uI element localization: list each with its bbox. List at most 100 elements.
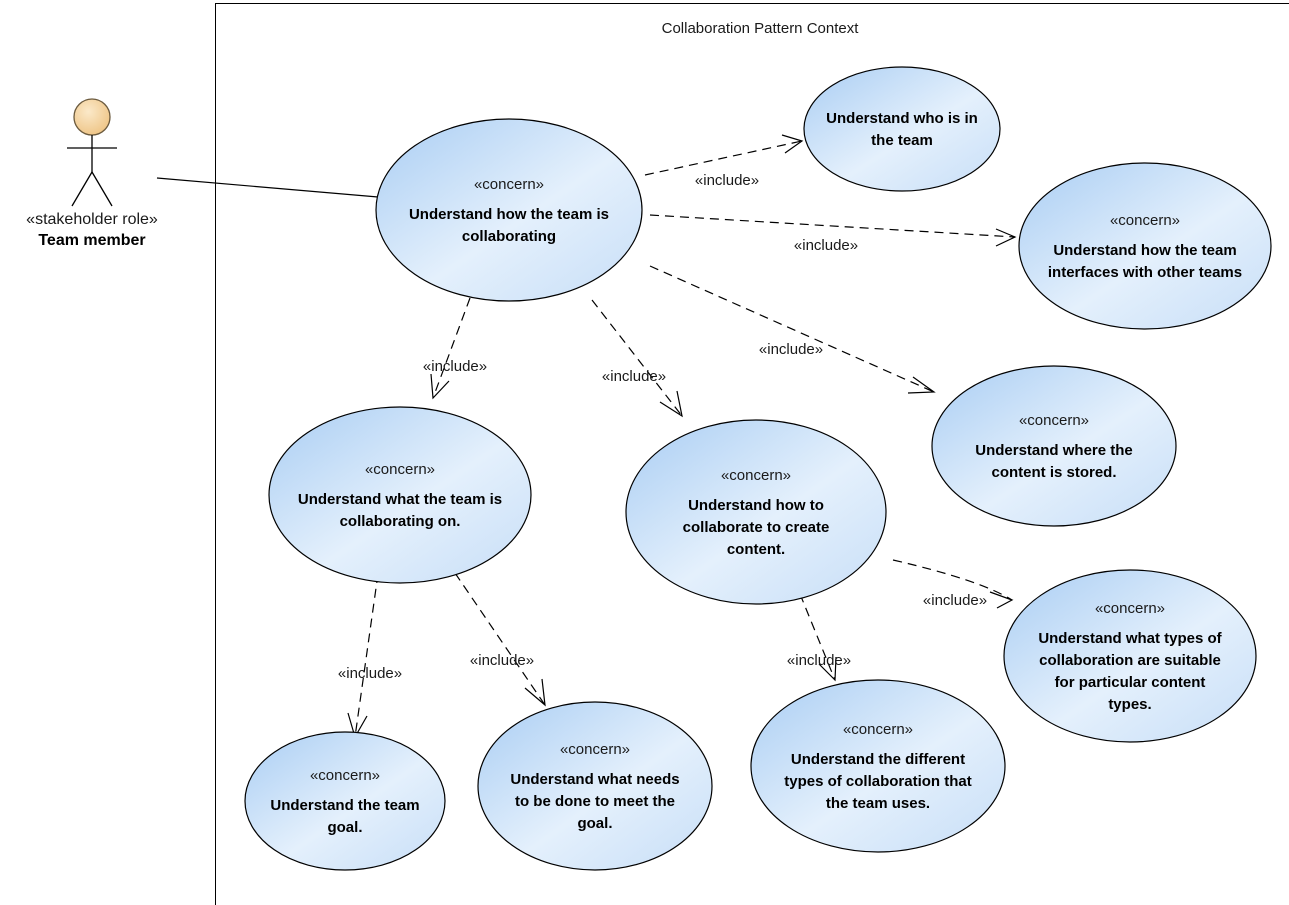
use-case-name-line: the team uses. <box>826 795 930 812</box>
include-label: «include» <box>787 652 851 669</box>
include-to-where <box>649 265 936 394</box>
actor-stereotype: «stakeholder role» <box>26 211 158 228</box>
boundary-frame <box>215 3 1289 905</box>
use-case-name-line: content is stored. <box>991 464 1116 481</box>
include-to-who <box>644 134 804 176</box>
use-case-stereotype: «concern» <box>1095 600 1165 617</box>
actor-left-leg <box>71 171 93 207</box>
use-case-types[interactable]: «concern» Understand what types of collabo… <box>1003 569 1257 743</box>
include-line <box>799 593 836 681</box>
use-case-ellipse <box>803 66 1001 192</box>
include-label: «include» <box>470 652 534 669</box>
actor-right-leg <box>91 171 113 207</box>
include-label: «include» <box>602 368 666 385</box>
use-case-name-line: Understand what the team is <box>298 491 502 508</box>
include-to-goal <box>347 573 379 739</box>
arrowhead-icon <box>995 228 1017 247</box>
use-case-stereotype: «concern» <box>1019 412 1089 429</box>
arrowhead-icon <box>907 376 936 394</box>
use-case-ellipse <box>931 365 1177 527</box>
include-label: «include» <box>423 358 487 375</box>
use-case-name-line: collaborating <box>462 228 556 245</box>
use-case-stereotype: «concern» <box>474 176 544 193</box>
use-case-ellipse <box>750 679 1006 853</box>
use-case-stereotype: «concern» <box>365 461 435 478</box>
actor-name: Team member <box>38 232 145 249</box>
use-case-name-line: Understand how the team <box>1053 242 1236 259</box>
use-case-stereotype: «concern» <box>310 767 380 784</box>
use-case-name-line: Understand how the team is <box>409 206 609 223</box>
use-case-name-line: Understand who is in <box>826 110 978 127</box>
use-case-name-line: goal. <box>327 819 362 836</box>
system-boundary: Collaboration Pattern Context <box>215 3 1289 905</box>
use-case-name-line: content. <box>727 541 785 558</box>
include-line <box>892 559 1013 601</box>
use-case-name-line: Understand how to <box>688 497 824 514</box>
use-case-name-line: Understand where the <box>975 442 1133 459</box>
actor-team-member[interactable]: «stakeholder role» Team member <box>26 98 158 249</box>
use-case-who[interactable]: Understand who is in the team <box>803 66 1001 192</box>
use-case-where[interactable]: «concern» Understand where the content is … <box>931 365 1177 527</box>
include-label: «include» <box>923 592 987 609</box>
include-line <box>649 265 935 393</box>
include-line <box>432 297 471 399</box>
use-case-name-line: Understand what types of <box>1038 630 1222 647</box>
use-case-goal[interactable]: «concern» Understand the team goal. <box>244 731 446 871</box>
use-cases: Understand who is in the team «concern» Und… <box>244 66 1272 871</box>
association-line <box>156 177 379 198</box>
use-case-name-line: Understand the team <box>270 797 419 814</box>
use-case-name-line: Understand what needs <box>510 771 679 788</box>
include-to-what-on <box>430 297 471 400</box>
use-case-stereotype: «concern» <box>1110 212 1180 229</box>
use-case-ellipse <box>375 118 643 302</box>
use-case-ellipse <box>1018 162 1272 330</box>
arrowhead-icon <box>989 591 1014 609</box>
include-label: «include» <box>794 237 858 254</box>
actor-head-icon <box>73 98 111 136</box>
use-case-needs[interactable]: «concern» Understand what needs to be done… <box>477 701 713 871</box>
arrowhead-icon <box>781 134 804 154</box>
use-case-ellipse <box>477 701 713 871</box>
include-to-needs <box>454 572 546 707</box>
use-case-ellipse <box>268 406 532 584</box>
include-labels: «include» «include» «include» «include» … <box>338 172 987 682</box>
use-case-how-collab[interactable]: «concern» Understand how the team is colla… <box>375 118 643 302</box>
use-case-ellipse <box>1003 569 1257 743</box>
include-line <box>591 299 683 417</box>
include-line <box>649 214 1016 238</box>
use-case-ellipse <box>625 419 887 605</box>
include-to-types <box>892 559 1014 609</box>
use-case-stereotype: «concern» <box>843 721 913 738</box>
use-case-what-on[interactable]: «concern»Understand what the team iscoll… <box>268 406 532 584</box>
include-to-create <box>591 299 683 418</box>
use-case-name-line: types of collaboration that <box>784 773 972 790</box>
include-line <box>454 572 546 706</box>
use-case-different[interactable]: «concern» Understand the different types o… <box>750 679 1006 853</box>
arrowhead-icon <box>524 678 546 707</box>
use-case-interfaces[interactable]: «concern» Understand how the team interfac… <box>1018 162 1272 330</box>
include-label: «include» <box>759 341 823 358</box>
use-case-name-line: for particular content <box>1055 674 1206 691</box>
use-case-name-line: collaborate to create <box>683 519 830 536</box>
use-case-name-line: the team <box>871 132 933 149</box>
arrowhead-icon <box>818 656 837 682</box>
use-case-name-line: to be done to meet the <box>515 793 675 810</box>
include-line <box>644 140 803 176</box>
arrowhead-icon <box>430 373 450 400</box>
use-case-stereotype: «concern» <box>560 741 630 758</box>
use-case-create[interactable]: «concern» Understand how to collaborate to… <box>625 419 887 605</box>
use-case-name-line: interfaces with other teams <box>1048 264 1242 281</box>
include-label: «include» <box>338 665 402 682</box>
include-line <box>354 573 379 738</box>
arrowhead-icon <box>659 390 683 418</box>
use-case-name-line: goal. <box>577 815 612 832</box>
use-case-ellipse <box>244 731 446 871</box>
use-case-name-line: Understand the different <box>791 751 965 768</box>
use-case-name-line: types. <box>1108 696 1151 713</box>
include-label: «include» <box>695 172 759 189</box>
boundary-title: Collaboration Pattern Context <box>662 20 860 37</box>
use-case-name-line: collaboration are suitable <box>1039 652 1221 669</box>
use-case-stereotype: «concern» <box>721 467 791 484</box>
include-to-different <box>799 593 837 682</box>
